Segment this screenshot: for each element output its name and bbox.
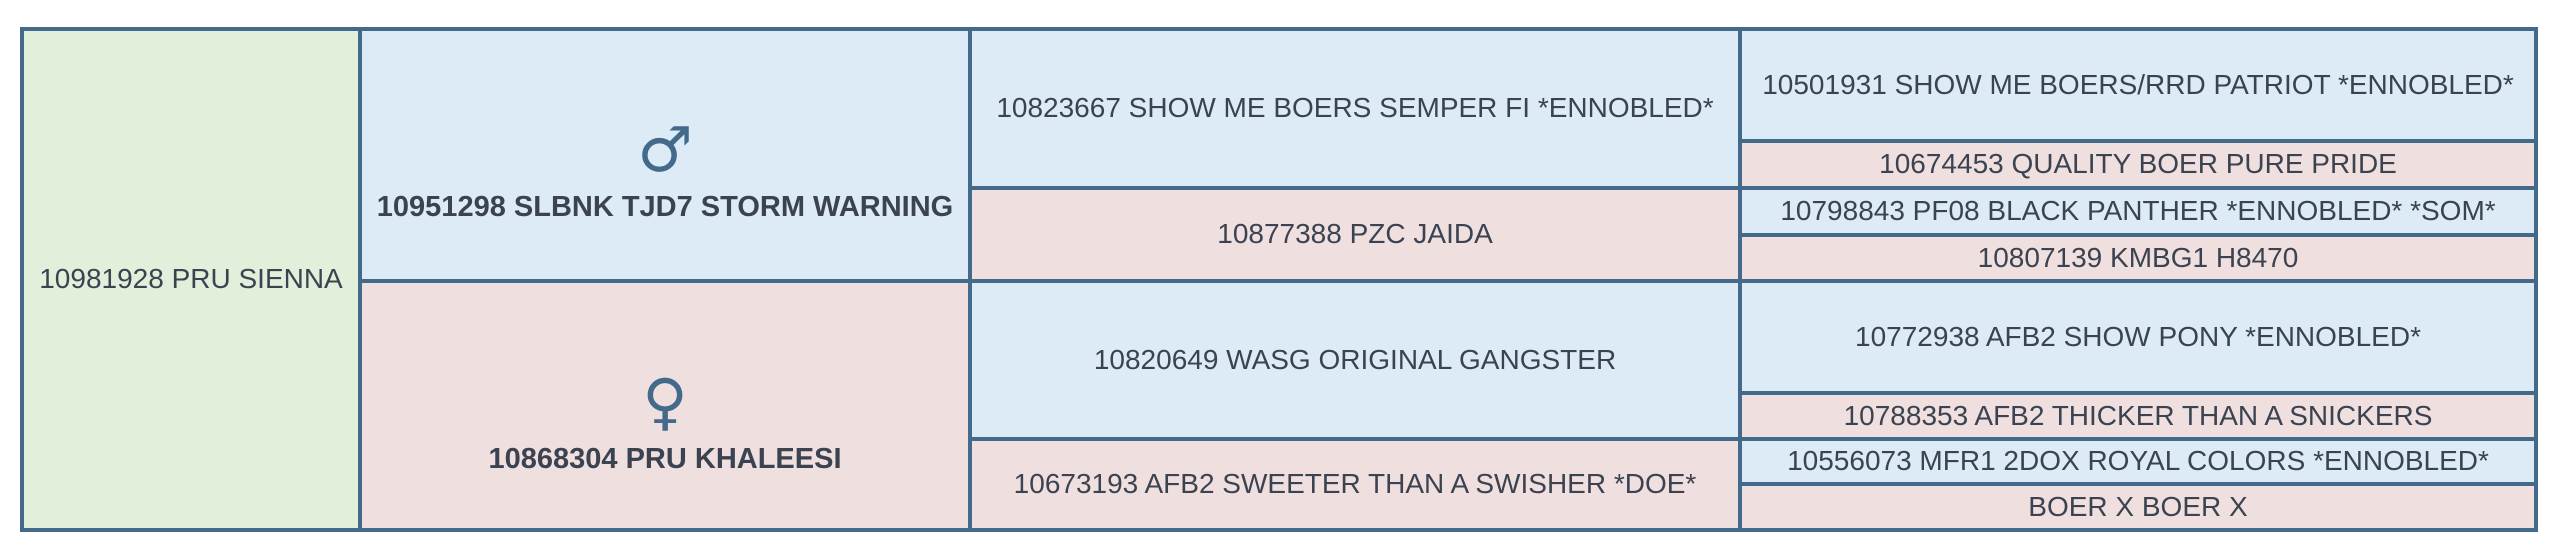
ggp-sire-sire-cell: 10501931 SHOW ME BOERS/RRD PATRIOT *ENNO… — [1742, 31, 2534, 139]
subject-name: 10981928 PRU SIENNA — [39, 263, 343, 295]
divider — [972, 186, 2534, 190]
ggp-sire-dam-name: 10674453 QUALITY BOER PURE PRIDE — [1879, 148, 2397, 180]
divider — [1742, 482, 2534, 486]
ggp2-dam-sire-name: 10556073 MFR1 2DOX ROYAL COLORS *ENNOBLE… — [1787, 445, 2489, 477]
dam-sire-name: 10820649 WASG ORIGINAL GANGSTER — [1093, 343, 1617, 375]
sire-sire-name: 10823667 SHOW ME BOERS SEMPER FI *ENNOBL… — [996, 92, 1714, 124]
divider — [1742, 233, 2534, 237]
dam-dam-name: 10673193 AFB2 SWEETER THAN A SWISHER *DO… — [1013, 468, 1697, 500]
divider — [1742, 391, 2534, 395]
dam-sire-cell: 10820649 WASG ORIGINAL GANGSTER — [972, 283, 1738, 437]
pedigree-table: 10981928 PRU SIENNA ♂ 10951298 SLBNK TJD… — [20, 27, 2538, 532]
dam-cell: ♀ 10868304 PRU KHALEESI — [362, 283, 968, 528]
ggp2-dam-dam-name: BOER X BOER X — [2028, 490, 2248, 522]
dam-name: 10868304 PRU KHALEESI — [488, 442, 842, 475]
ggp2-dam-sire-cell: 10556073 MFR1 2DOX ROYAL COLORS *ENNOBLE… — [1742, 441, 2534, 482]
ggp2-sire-sire-cell: 10772938 AFB2 SHOW PONY *ENNOBLED* — [1742, 283, 2534, 391]
sire-cell: ♂ 10951298 SLBNK TJD7 STORM WARNING — [362, 31, 968, 279]
dam-dam-cell: 10673193 AFB2 SWEETER THAN A SWISHER *DO… — [972, 441, 1738, 528]
subject-cell: 10981928 PRU SIENNA — [24, 31, 358, 528]
female-symbol-icon: ♀ — [642, 364, 688, 438]
male-symbol-icon: ♂ — [637, 113, 693, 187]
ggp-sire-dam-cell: 10674453 QUALITY BOER PURE PRIDE — [1742, 143, 2534, 186]
ggp-dam-sire-name: 10798843 PF08 BLACK PANTHER *ENNOBLED* *… — [1780, 195, 2496, 227]
ggp2-sire-dam-cell: 10788353 AFB2 THICKER THAN A SNICKERS — [1742, 395, 2534, 437]
ggp-dam-sire-cell: 10798843 PF08 BLACK PANTHER *ENNOBLED* *… — [1742, 190, 2534, 233]
ggp2-sire-dam-name: 10788353 AFB2 THICKER THAN A SNICKERS — [1843, 399, 2433, 431]
sire-name: 10951298 SLBNK TJD7 STORM WARNING — [376, 191, 954, 224]
sire-dam-cell: 10877388 PZC JAIDA — [972, 190, 1738, 279]
divider — [1742, 139, 2534, 143]
sire-dam-name: 10877388 PZC JAIDA — [1217, 218, 1493, 250]
sire-sire-cell: 10823667 SHOW ME BOERS SEMPER FI *ENNOBL… — [972, 31, 1738, 186]
ggp-dam-dam-name: 10807139 KMBG1 H8470 — [1977, 241, 2299, 273]
divider — [358, 31, 362, 528]
divider — [362, 279, 2534, 283]
ggp2-dam-dam-cell: BOER X BOER X — [1742, 486, 2534, 528]
ggp2-sire-sire-name: 10772938 AFB2 SHOW PONY *ENNOBLED* — [1855, 320, 2421, 352]
divider — [1742, 437, 2534, 441]
ggp-dam-dam-cell: 10807139 KMBG1 H8470 — [1742, 237, 2534, 279]
ggp-sire-sire-name: 10501931 SHOW ME BOERS/RRD PATRIOT *ENNO… — [1762, 68, 2514, 100]
